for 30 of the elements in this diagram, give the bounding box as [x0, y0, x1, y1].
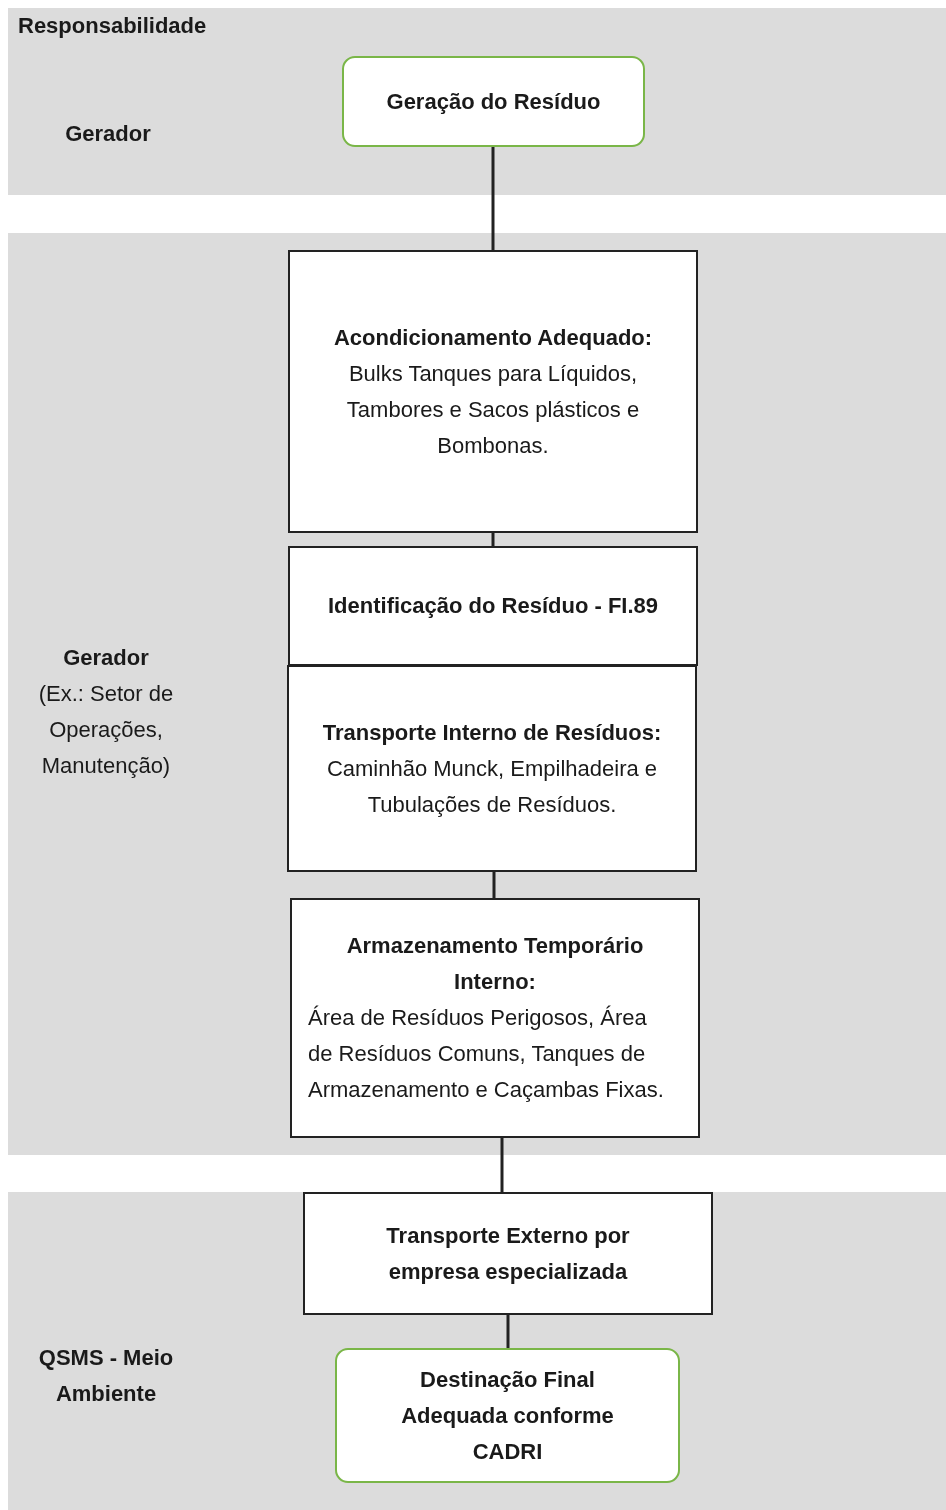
connector-line	[491, 147, 495, 250]
box-heading: Acondicionamento Adequado:	[333, 323, 653, 352]
process-box	[288, 546, 698, 666]
terminal-box	[335, 1348, 680, 1483]
lane-label: Gerador	[62, 644, 150, 672]
lane-label: (Ex.: Setor de Operações, Manutenção)	[37, 680, 175, 780]
process-box	[290, 898, 700, 1138]
box-heading: Transporte Externo por empresa especializada	[385, 1221, 631, 1286]
column-header: Responsabilidade	[18, 12, 207, 40]
connector-line	[500, 1138, 504, 1192]
lane-label: QSMS - Meio Ambiente	[37, 1344, 175, 1408]
box-heading: Identificação do Resíduo - FI.89	[327, 592, 659, 620]
box-body-text: Área de Resíduos Perigosos, Área de Resíduos Comuns, Tanques de Armazenamento e Caçambas Fixas.	[308, 1004, 665, 1104]
box-heading: Geração do Resíduo	[386, 87, 601, 116]
process-box	[287, 665, 697, 872]
connector-line	[491, 533, 495, 546]
connector-line	[492, 872, 496, 898]
swimlane-band	[8, 1192, 946, 1510]
box-heading: Transporte Interno de Resíduos:	[322, 718, 662, 747]
box-body-text: Caminhão Munck, Empilhadeira e Tubulações de Resíduos.	[325, 754, 659, 819]
terminal-box	[342, 56, 645, 147]
box-heading: Armazenamento Temporário Interno:	[345, 932, 645, 996]
swimlane-band	[8, 233, 946, 1155]
process-box	[303, 1192, 713, 1315]
connector-line	[506, 1315, 510, 1348]
box-heading: Destinação Final Adequada conforme CADRI	[400, 1365, 615, 1466]
swimlane-band	[8, 8, 946, 195]
box-body-text: Bulks Tanques para Líquidos, Tambores e Sacos plásticos e Bombonas.	[345, 359, 641, 460]
lane-label: Gerador	[64, 120, 152, 148]
process-box	[288, 250, 698, 533]
